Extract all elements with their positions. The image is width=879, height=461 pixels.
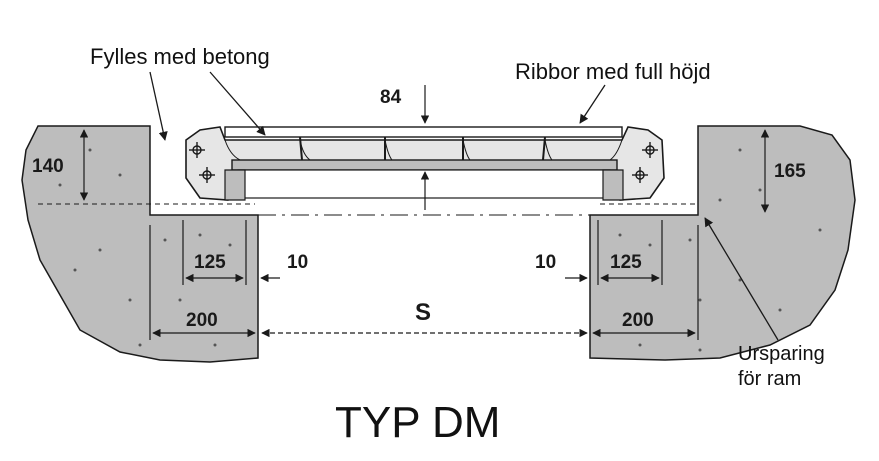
- fill-leader-2: [209, 71, 266, 136]
- dim-10-right: 10: [535, 252, 556, 273]
- recess-leader: [704, 217, 779, 341]
- grating-frame: [185, 126, 665, 201]
- label-ribs: Ribbor med full höjd: [515, 59, 711, 84]
- fill-leader-1: [149, 71, 168, 141]
- dim-125-left: 125: [194, 252, 226, 273]
- leader-lines: [149, 71, 779, 341]
- dim-200-left: 200: [186, 310, 218, 331]
- dim-200-right: 200: [622, 310, 654, 331]
- dim-span-s: S: [415, 299, 431, 326]
- dim-165: 165: [774, 161, 806, 182]
- title: TYP DM: [335, 398, 500, 447]
- dashed-guides: [38, 126, 699, 216]
- dim-84: 84: [380, 87, 402, 108]
- right-concrete-block: [589, 125, 856, 361]
- dim-125-right: 125: [610, 252, 642, 273]
- dim-10-left: 10: [287, 252, 308, 273]
- label-recess-line1: Ursparing: [738, 343, 825, 365]
- dim-140: 140: [32, 156, 64, 177]
- ribs-leader: [579, 84, 606, 124]
- label-recess-line2: för ram: [738, 368, 801, 390]
- concrete-texture: [58, 148, 822, 352]
- label-fill: Fylles med betong: [90, 44, 270, 69]
- dimension-lines: [79, 85, 770, 340]
